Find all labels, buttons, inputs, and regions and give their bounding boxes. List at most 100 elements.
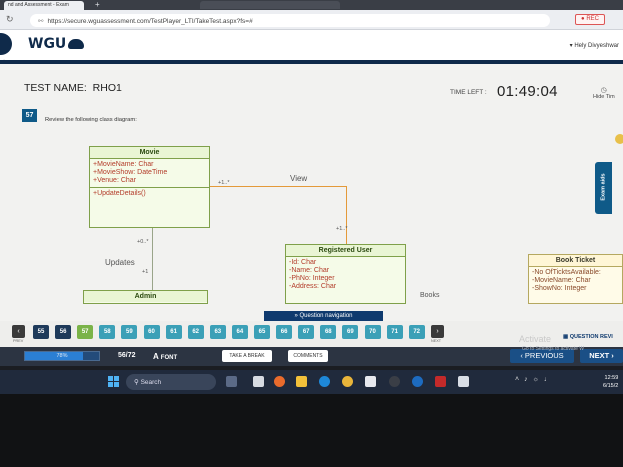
attribute: -No OfTicktsAvailable: [532, 269, 601, 276]
multiplicity: +1 [142, 269, 149, 275]
lock-icon: ⚯ [38, 18, 44, 25]
test-name: TEST NAME: RHO1 [24, 82, 122, 94]
task-view-icon[interactable] [253, 376, 264, 387]
next-arrow-button[interactable]: › [431, 325, 444, 338]
question-button-70[interactable]: 70 [364, 325, 381, 339]
hide-time-label: Hide Tim [593, 94, 615, 100]
question-button-61[interactable]: 61 [165, 325, 182, 339]
edge-icon[interactable] [319, 376, 330, 387]
class-title: Book Ticket [529, 255, 622, 267]
windows-start-icon[interactable] [108, 376, 119, 387]
question-button-69[interactable]: 69 [342, 325, 359, 339]
chrome-icon[interactable] [342, 376, 353, 387]
hide-time-button[interactable]: ◷Hide Tim [593, 86, 615, 100]
reload-icon[interactable]: ↻ [6, 14, 14, 24]
method: +UpdateDetails() [93, 190, 146, 197]
test-name-label: TEST NAME: [24, 82, 87, 94]
progress-bar: 78% [24, 351, 100, 361]
class-title: Movie [90, 147, 209, 159]
question-button-66[interactable]: 66 [276, 325, 293, 339]
question-button-65[interactable]: 65 [254, 325, 270, 339]
question-button-68[interactable]: 68 [320, 325, 337, 339]
question-button-60[interactable]: 60 [143, 325, 160, 339]
activate-watermark-settings: Go to Settings to activate W [522, 346, 584, 352]
browser-tab[interactable]: nd and Assessment - Exam [4, 1, 84, 10]
question-button-59[interactable]: 59 [121, 325, 138, 339]
address-bar: ↻ ⚯https://secure.wguassessment.com/Test… [0, 10, 623, 30]
file-explorer-icon[interactable] [296, 376, 307, 387]
multiplicity: +1..* [218, 180, 230, 186]
uml-class-registered-user: Registered User -Id: Char -Name: Char -P… [285, 244, 406, 304]
question-number: 57 [22, 109, 37, 122]
attribute: +Venue: Char [93, 177, 137, 184]
association-label: View [290, 174, 308, 183]
attribute: -ShowNo: Integer [532, 285, 587, 292]
mcafee-icon[interactable] [435, 376, 446, 387]
side-indicator[interactable] [615, 134, 623, 144]
question-button-56[interactable]: 56 [55, 325, 72, 339]
taskbar-search-label: Search [140, 379, 162, 386]
question-text: Review the following class diagram: [45, 117, 137, 123]
uml-class-admin: Admin [83, 290, 208, 304]
attribute: -Id: Char [289, 259, 317, 266]
url-text: https://secure.wguassessment.com/TestPla… [47, 18, 253, 25]
next-button[interactable]: NEXT › [580, 349, 623, 363]
association-line [210, 186, 346, 187]
prev-arrow-button[interactable]: ‹ [12, 325, 25, 338]
class-attributes: -Id: Char -Name: Char -PhNo: Integer -Ad… [286, 257, 405, 293]
taskbar-search[interactable]: ⚲ Search [126, 374, 216, 390]
site-header: WGU ▾ Hely Divyeshwar [0, 30, 623, 60]
question-navigation: ‹ PREV 55 56 57 58 59 60 61 62 63 64 65 66 67 68 69 70 7… [0, 321, 623, 347]
association-label: Updates [105, 258, 135, 267]
question-button-72[interactable]: 72 [408, 325, 425, 339]
question-review-button[interactable]: ▦ QUESTION REVI [563, 334, 613, 340]
rec-badge[interactable]: ● REC [575, 14, 605, 25]
question-navigation-toggle[interactable]: » Question navigation [264, 311, 383, 321]
take-break-button[interactable]: TAKE A BREAK [222, 350, 272, 362]
rec-label: REC [586, 16, 599, 22]
question-button-55[interactable]: 55 [33, 325, 49, 339]
attribute: +MovieName: Char [93, 161, 154, 168]
dell-icon[interactable] [389, 376, 400, 387]
question-button-58[interactable]: 58 [99, 325, 116, 339]
question-button-64[interactable]: 64 [231, 325, 248, 339]
question-button-63[interactable]: 63 [209, 325, 226, 339]
question-button-57[interactable]: 57 [77, 325, 94, 339]
system-tray-icons[interactable]: ˄♪☼♩ [515, 376, 557, 383]
wgu-logo: WGU [28, 36, 85, 52]
attribute: -MovieName: Char [532, 277, 591, 284]
user-name: Hely Divyeshwar [574, 43, 619, 49]
class-title: Registered User [286, 245, 405, 257]
question-button-71[interactable]: 71 [386, 325, 403, 339]
multiplicity: +1..* [336, 226, 348, 232]
side-badge [0, 33, 12, 55]
app-icon[interactable] [274, 376, 285, 387]
exam-aids-tab[interactable]: Exam aids [595, 162, 612, 214]
previous-button[interactable]: ‹ PREVIOUS [510, 349, 574, 363]
new-tab-button[interactable]: + [95, 0, 100, 9]
browser-tab-other[interactable] [200, 1, 340, 9]
store-icon[interactable] [365, 376, 376, 387]
app-icon[interactable] [458, 376, 469, 387]
user-menu[interactable]: ▾ Hely Divyeshwar [569, 43, 619, 49]
widgets-icon[interactable] [226, 376, 237, 387]
comments-button[interactable]: COMMENTS [288, 350, 328, 362]
question-button-67[interactable]: 67 [298, 325, 315, 339]
time-left-label: TIME LEFT : [450, 89, 487, 96]
attribute: -Name: Char [289, 267, 330, 274]
association-line [152, 228, 153, 292]
url-field[interactable]: ⚯https://secure.wguassessment.com/TestPl… [30, 14, 550, 27]
question-button-62[interactable]: 62 [187, 325, 204, 339]
owl-icon [68, 39, 85, 49]
class-title: Admin [84, 291, 207, 302]
class-methods: +UpdateDetails() [90, 188, 209, 200]
attribute: -Address: Char [289, 283, 337, 290]
prev-label: PREV [13, 339, 24, 343]
clock-time: 12:59 [604, 375, 619, 381]
clock-icon: ◷ [600, 87, 607, 94]
app-icon[interactable] [412, 376, 423, 387]
